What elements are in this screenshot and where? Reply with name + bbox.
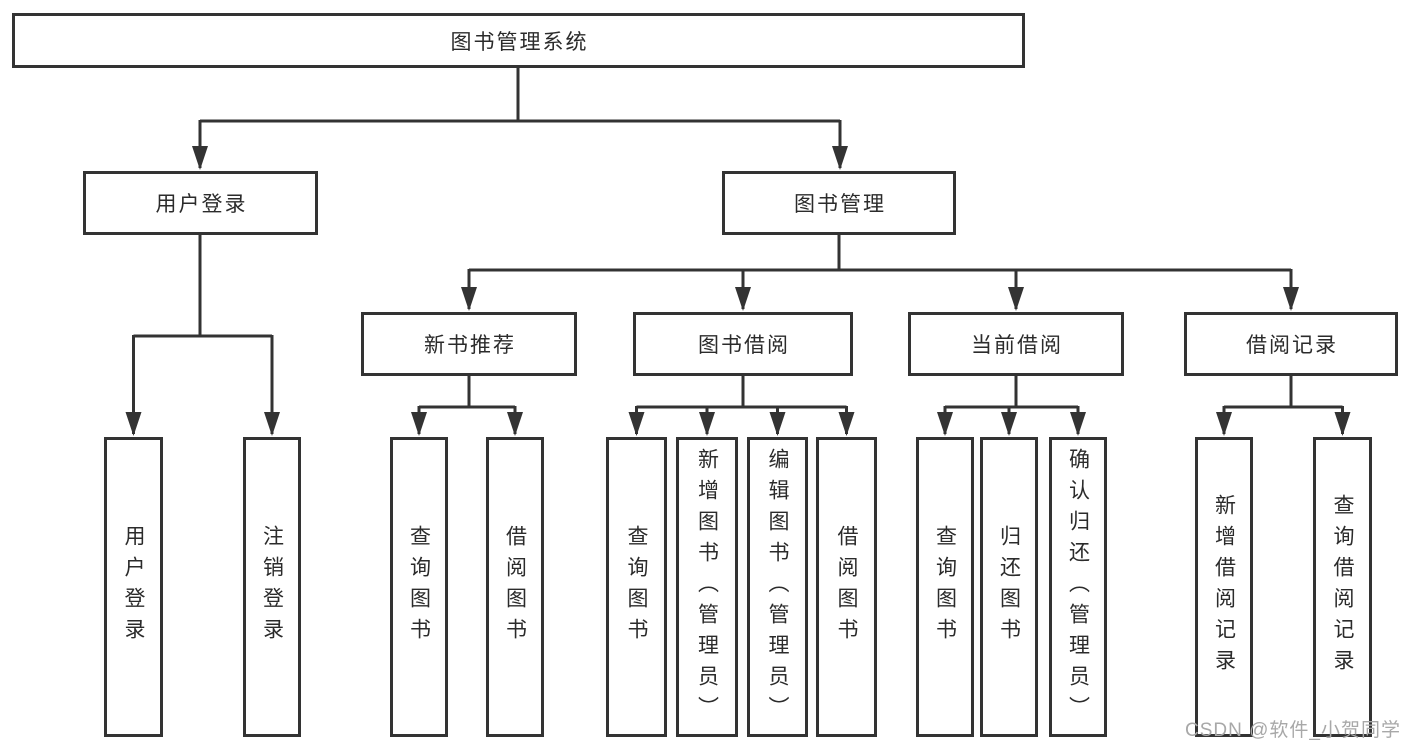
leaf-query-borrow-record: 查询借阅记录 <box>1313 437 1372 737</box>
connector-current-borrow-children <box>937 376 1086 436</box>
node-label: 借阅记录 <box>1246 334 1338 357</box>
leaf-edit-books-admin: 编辑图书（管理员） <box>747 437 808 737</box>
node-label: 图书管理 <box>794 193 886 216</box>
node-label: 用户登录 <box>122 525 145 649</box>
leaf-borrow-books-recommend: 借阅图书 <box>486 437 544 737</box>
node-current-borrow: 当前借阅 <box>908 312 1124 376</box>
node-label: 编辑图书（管理员） <box>766 447 789 727</box>
node-label: 查询图书 <box>625 525 648 649</box>
node-borrow-records: 借阅记录 <box>1184 312 1398 376</box>
leaf-query-books-current: 查询图书 <box>916 437 974 737</box>
node-label: 借阅图书 <box>503 525 527 649</box>
node-label: 当前借阅 <box>971 334 1063 357</box>
node-label: 注销登录 <box>260 525 284 649</box>
csdn-watermark: CSDN @软件_小贺同学 <box>1185 720 1401 741</box>
node-label: 用户登录 <box>155 193 248 216</box>
node-label: 归还图书 <box>997 525 1021 649</box>
node-label: 借阅图书 <box>835 525 858 649</box>
leaf-query-books-borrow: 查询图书 <box>606 437 667 737</box>
node-label: 新书推荐 <box>424 334 516 357</box>
leaf-borrow-books: 借阅图书 <box>816 437 877 737</box>
node-book-borrow: 图书借阅 <box>633 312 853 376</box>
leaf-logout-login: 注销登录 <box>243 437 301 737</box>
node-label: 图书借阅 <box>698 334 790 357</box>
leaf-add-borrow-record: 新增借阅记录 <box>1195 437 1253 737</box>
node-label: 新增图书（管理员） <box>695 447 719 727</box>
node-book-management: 图书管理 <box>722 171 956 235</box>
node-user-login: 用户登录 <box>83 171 318 235</box>
connector-borrow-records-children <box>1216 376 1351 436</box>
connector-new-book-recommend-children <box>411 376 523 436</box>
connector-user-login-children <box>125 235 280 436</box>
leaf-user-login: 用户登录 <box>104 437 163 737</box>
node-new-book-recommend: 新书推荐 <box>361 312 577 376</box>
connector-book-management-children <box>461 235 1299 311</box>
node-label: 查询图书 <box>933 525 957 649</box>
leaf-add-books-admin: 新增图书（管理员） <box>676 437 738 737</box>
node-label: 图书管理系统 <box>450 30 589 54</box>
connector-root-to-level2 <box>192 68 848 170</box>
node-label: 查询图书 <box>407 525 431 649</box>
node-label: 查询借阅记录 <box>1331 494 1354 680</box>
node-label: 确认归还（管理员） <box>1066 447 1090 727</box>
node-root-library-management-system: 图书管理系统 <box>12 13 1025 68</box>
leaf-query-books-recommend: 查询图书 <box>390 437 448 737</box>
leaf-return-books: 归还图书 <box>980 437 1038 737</box>
node-label: 新增借阅记录 <box>1212 494 1236 680</box>
leaf-confirm-return-admin: 确认归还（管理员） <box>1049 437 1107 737</box>
connector-book-borrow-children <box>628 376 855 436</box>
